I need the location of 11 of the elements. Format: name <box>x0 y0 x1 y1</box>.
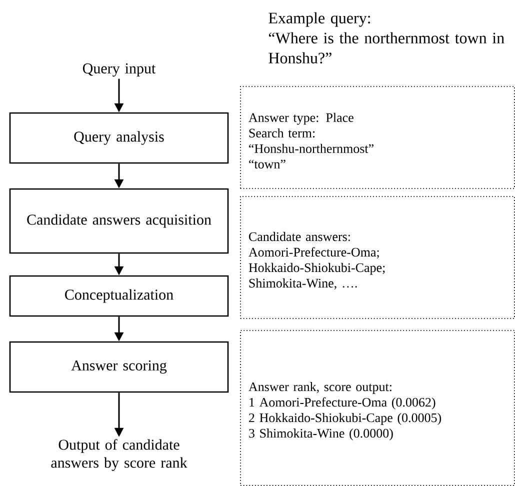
annotation-box: Answer rank, score output: 1 Aomori-Prefecture-Oma (0.0062) 2 Hokkaido-Shiokubi-Cape (0.0005) 3 Shimokita-Wine (0.0000) <box>240 330 515 486</box>
flow-text: Query input <box>82 63 156 77</box>
flow-text: Output of candidate answers by score rank <box>51 439 188 471</box>
annotation-box: Candidate answers: Aomori-Prefecture-Oma; Hokkaido-Shiokubi-Cape; Shimokita-Wine, …. <box>240 196 515 319</box>
process-box: Candidate answers acquisition <box>9 188 229 254</box>
process-box: Answer scoring <box>9 341 229 393</box>
process-box: Conceptualization <box>9 275 229 317</box>
query-text: “Where is the northernmost town in Honshu?” <box>268 32 504 64</box>
annotation-box: Answer type: Place Search term: “Honshu-northernmost” “town” <box>240 86 515 189</box>
process-box: Query analysis <box>9 112 229 164</box>
query-text: Example query: <box>268 12 370 27</box>
